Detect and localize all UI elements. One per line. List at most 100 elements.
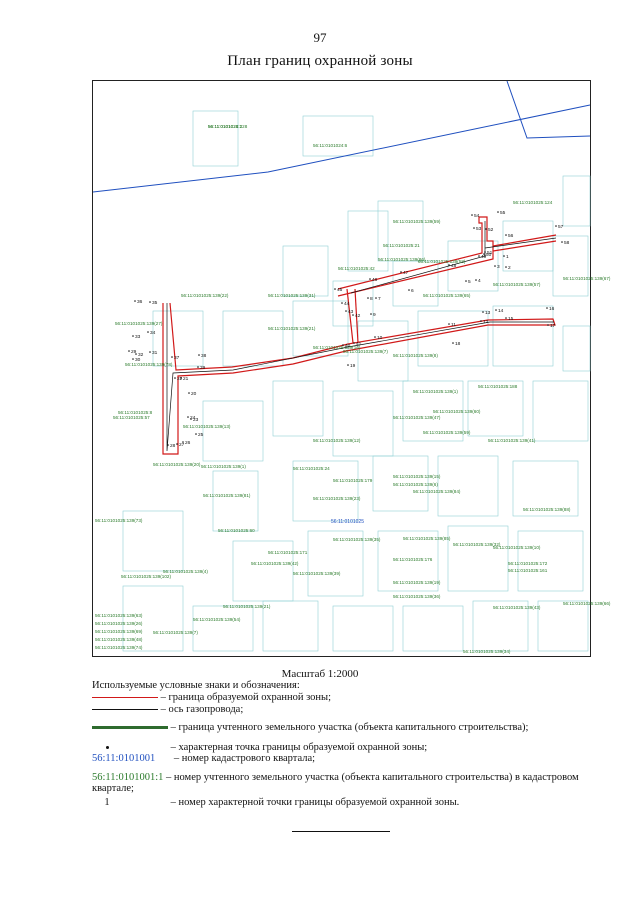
parcel-label: 56:11:0101025:139(60): [433, 409, 481, 414]
signature-line: [292, 831, 390, 832]
point-number: 41: [356, 341, 362, 347]
parcel-outline: [472, 600, 529, 652]
point-number: 50: [486, 252, 492, 258]
parcel-label: 56:11:0101025:188: [478, 384, 518, 389]
parcel-label: 56:11:0101025:139(12): [313, 438, 361, 443]
legend-parcel-boundary: – граница учтенного земельного участка (…: [92, 722, 528, 733]
point-number: 43: [348, 309, 354, 315]
parcel-label: 56:11:0101025:139(32): [453, 542, 501, 547]
point-number: 52: [488, 227, 494, 233]
boundary-point: [494, 265, 496, 267]
point-number: 34: [150, 330, 156, 336]
point-number: 29: [131, 349, 137, 355]
parcel-label: 56:11:0101025:139(1): [201, 464, 246, 469]
parcel-label: 56:11:0101025:139(54): [193, 617, 241, 622]
legend-quarter-text: – номер кадастрового квартала;: [173, 753, 316, 764]
parcel-outline: [307, 530, 364, 597]
parcel-outline: [492, 305, 554, 367]
boundary-point: [135, 353, 137, 355]
zone-boundary: [346, 288, 354, 344]
legend-point-dot: [105, 746, 109, 750]
boundary-point: [505, 234, 507, 236]
boundary-point: [482, 311, 484, 313]
boundary-point: [198, 354, 200, 356]
zone-boundary: [492, 234, 557, 247]
legend-green-line: [92, 726, 168, 730]
parcel-label: 56:11:0101025:139(66): [563, 601, 611, 606]
parcel-label: 56:11:0101025:139(59): [393, 219, 441, 224]
boundary-point: [448, 264, 450, 266]
boundary-point: [561, 241, 563, 243]
map-drawing: 56:11:0101024:22856:11:0101024:656:11:01…: [92, 80, 611, 654]
gas-axis: [166, 303, 554, 452]
parcel-outline: [212, 470, 259, 532]
boundary-point: [505, 317, 507, 319]
point-number: 16: [549, 306, 555, 312]
parcel-label: 56:11:0101025:139(58): [418, 259, 466, 264]
parcel-label: 56:11:0101025:139(85): [403, 536, 451, 541]
parcel-label: 56:11:0101025:139(13): [183, 424, 231, 429]
parcel-outlines: [122, 110, 591, 652]
parcel-label: 56:11:0101025:161: [508, 568, 548, 573]
parcel-outline: [512, 460, 579, 517]
point-number: 27: [179, 442, 185, 448]
legend-gas-axis-text: – ось газопровода;: [160, 704, 244, 715]
parcel-outline: [202, 400, 264, 462]
boundary-point: [345, 310, 347, 312]
boundary-point: [475, 279, 477, 281]
boundary-point: [341, 302, 343, 304]
point-number: 53: [476, 226, 482, 232]
boundary-point: [342, 344, 344, 346]
point-number: 17: [550, 323, 556, 329]
parcel-label: 56:11:0101025:139(48): [95, 637, 143, 642]
boundary-point: [195, 433, 197, 435]
legend-point-number-text: – номер характерной точки границы образу…: [170, 797, 460, 808]
boundary-point: [188, 392, 190, 394]
point-number: 44: [344, 301, 350, 307]
parcel-label: 56:11:0101025:139(35): [333, 537, 381, 542]
zone-boundary: [354, 288, 359, 344]
point-number: 42: [355, 313, 361, 319]
point-number: 8: [370, 296, 373, 302]
point-number: 32: [138, 352, 144, 358]
boundary-point: [495, 309, 497, 311]
boundary-point: [190, 418, 192, 420]
parcel-outline: [562, 325, 591, 372]
boundary-point: [182, 441, 184, 443]
parcel-label: 56:11:0101025:57: [113, 415, 150, 420]
point-number: 20: [191, 391, 197, 397]
parcel-label: 56:11:0101025:139(81): [203, 493, 251, 498]
parcel-label: 56:11:0101025:176: [393, 557, 433, 562]
boundary-point: [505, 266, 507, 268]
point-number: 51: [487, 250, 493, 256]
boundary-point: [149, 351, 151, 353]
boundary-point: [484, 251, 486, 253]
boundary-point: [485, 228, 487, 230]
boundary-point: [400, 271, 402, 273]
point-number: 15: [508, 316, 514, 322]
parcel-outline: [262, 600, 319, 652]
point-number: 21: [183, 376, 189, 382]
parcel-outline: [122, 585, 184, 652]
parcel-outline: [467, 380, 524, 437]
map-labels: 56:11:0101024:22856:11:0101024:656:11:01…: [95, 124, 611, 654]
boundary-point: [187, 416, 189, 418]
boundary-point: [547, 324, 549, 326]
point-number: 6: [411, 288, 414, 294]
point-number: 45: [337, 287, 343, 293]
legend-quarter-code: 56:11:0101001: [92, 753, 156, 764]
parcel-label: 56:11:0101025:139(86): [378, 257, 426, 262]
point-number: 3: [497, 264, 500, 270]
point-number: 5: [468, 279, 471, 285]
point-number: 56: [508, 233, 514, 239]
boundary-point: [197, 366, 199, 368]
boundary-point: [452, 342, 454, 344]
boundary-point: [546, 307, 548, 309]
boundary-point: [180, 377, 182, 379]
parcel-label: 56:11:0101025:139(47): [393, 415, 441, 420]
parcel-label: 56:11:0101025:139(34): [463, 649, 511, 654]
boundary-point: [171, 356, 173, 358]
parcel-label: 56:11:0101025:172: [508, 561, 548, 566]
point-number: 33: [135, 334, 141, 340]
